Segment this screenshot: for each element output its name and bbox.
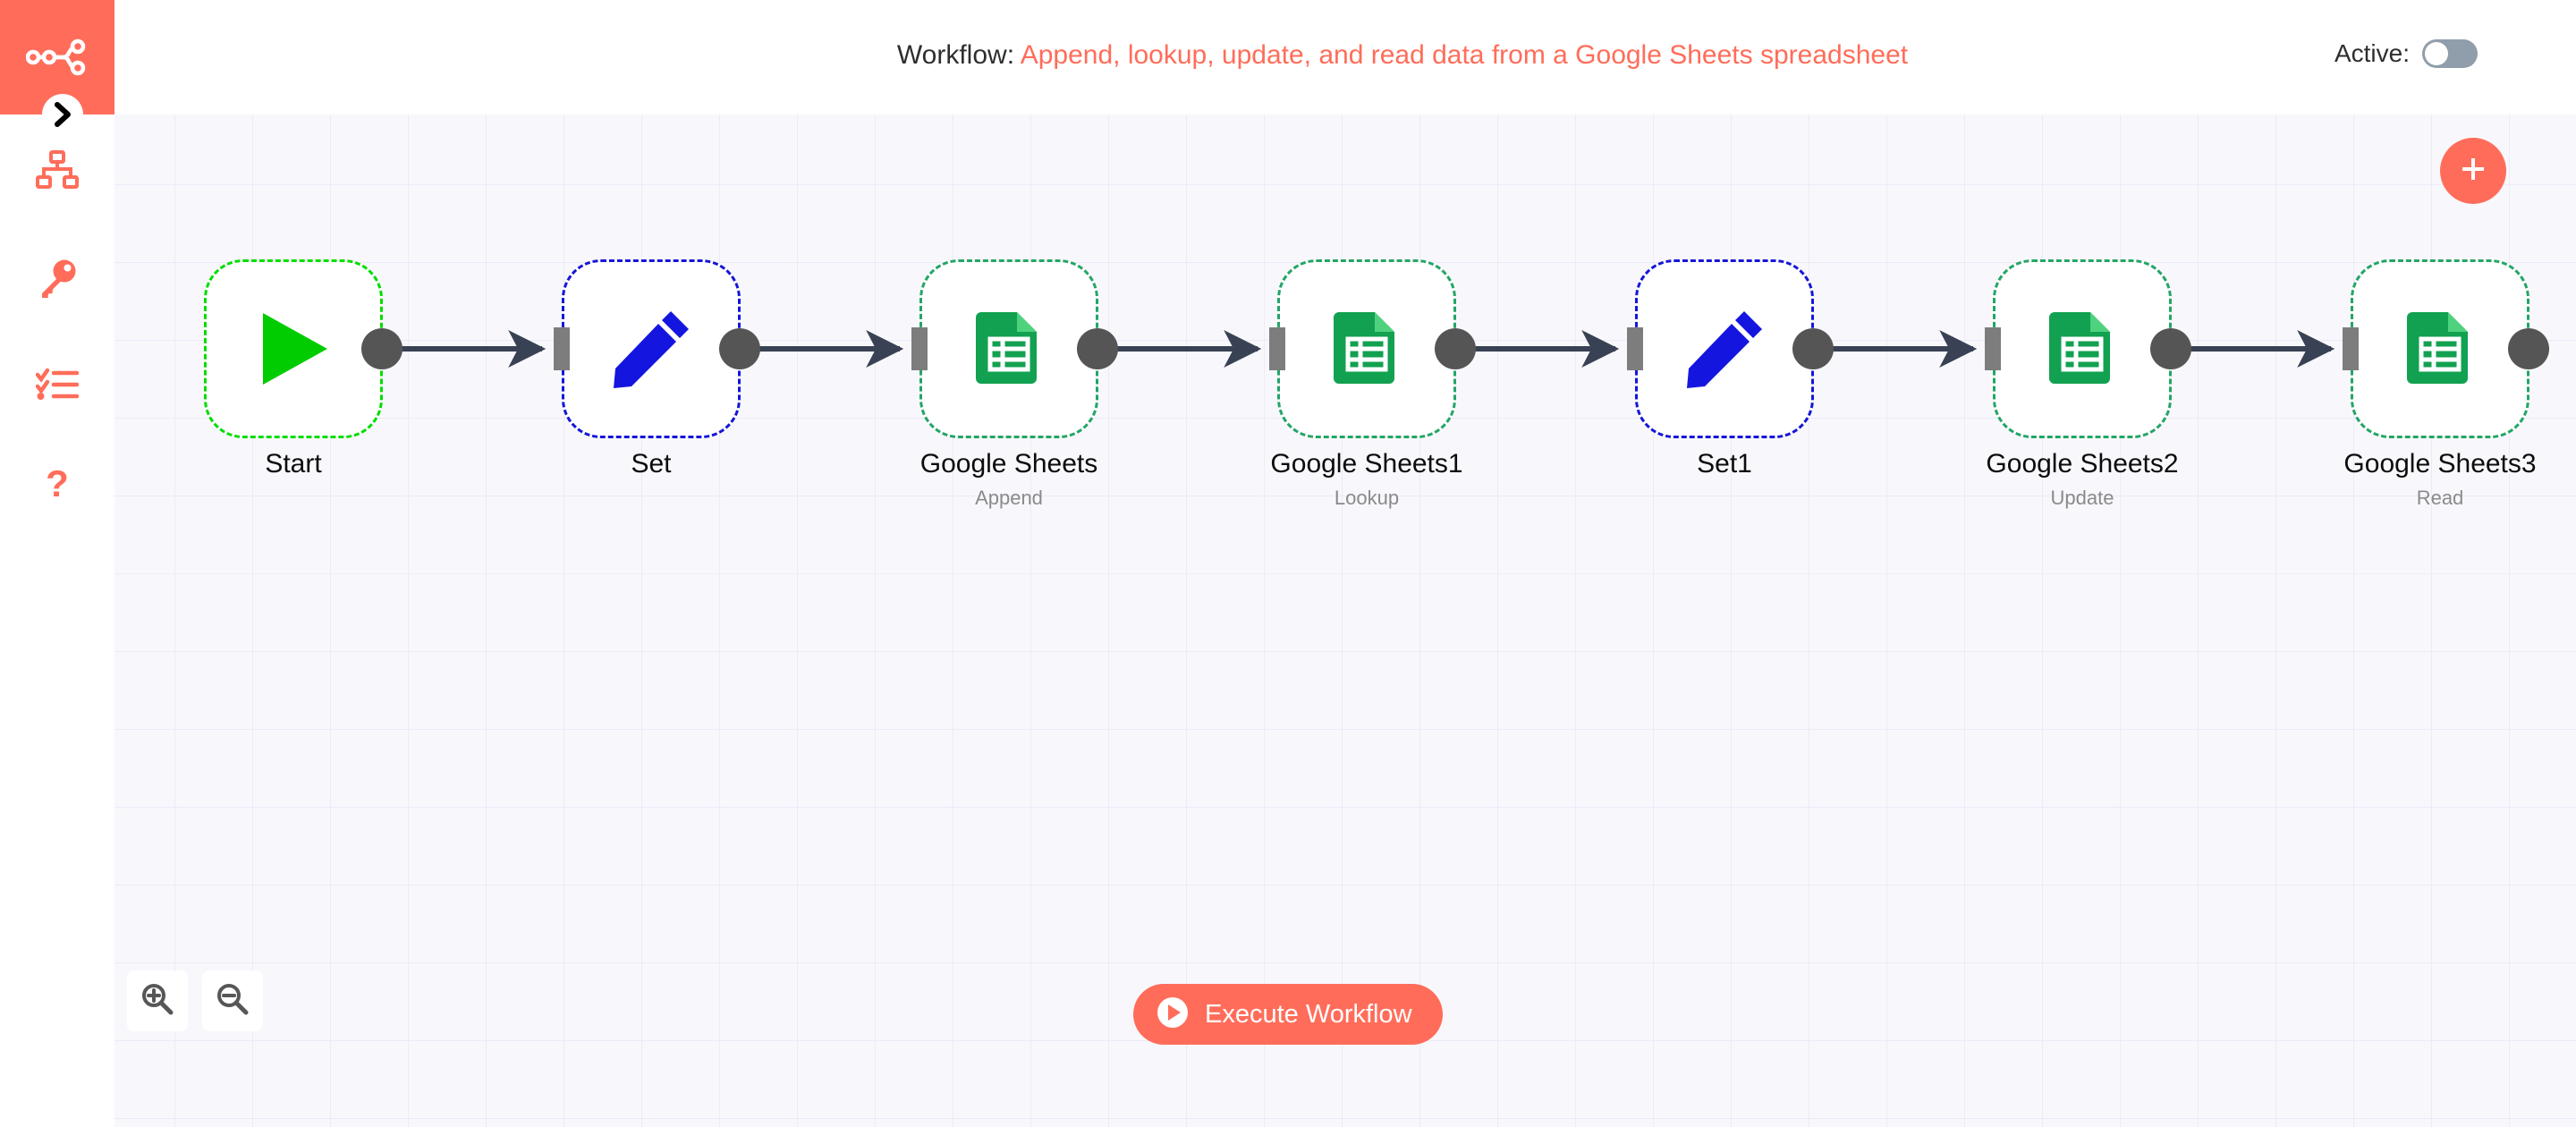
node-google-sheets-sublabel: Append: [975, 487, 1043, 509]
pencil-icon: [1682, 306, 1767, 392]
workflow-title-name[interactable]: Append, lookup, update, and read data fr…: [1020, 40, 1909, 70]
node-set[interactable]: Set: [554, 259, 760, 479]
node-set1-box[interactable]: [1635, 259, 1814, 438]
google-sheets-icon: [2042, 309, 2123, 389]
google-sheets-icon: [1326, 309, 1407, 389]
zoom-in-icon: [140, 982, 174, 1021]
execute-workflow-label: Execute Workflow: [1205, 999, 1412, 1029]
node-google-sheets3-input-endpoint[interactable]: [2343, 327, 2359, 370]
add-node-button[interactable]: [2440, 138, 2506, 204]
sidebar-item-workflows[interactable]: [0, 138, 114, 202]
sidebar-item-credentials[interactable]: [0, 246, 114, 310]
pencil-icon: [608, 306, 694, 392]
sidebar-item-executions[interactable]: [0, 353, 114, 418]
workflow-title: Workflow: Append, lookup, update, and re…: [776, 39, 2029, 72]
key-icon: [37, 258, 78, 299]
node-google-sheets3[interactable]: Google Sheets3 Read: [2343, 259, 2549, 509]
google-sheets-icon: [969, 309, 1049, 389]
node-google-sheets2-box[interactable]: [1993, 259, 2172, 438]
play-circle-icon: [1157, 996, 1189, 1033]
header-bar: Workflow: Append, lookup, update, and re…: [114, 0, 2576, 114]
node-set1-output-endpoint[interactable]: [1792, 328, 1834, 369]
sidebar: ?: [0, 0, 114, 1127]
node-start-label: Start: [265, 449, 322, 479]
workflow-canvas[interactable]: Start Set: [114, 114, 2576, 1127]
node-google-sheets-label: Google Sheets: [919, 449, 1098, 479]
active-label: Active:: [2334, 39, 2410, 67]
chevron-right-icon: [52, 101, 73, 128]
zoom-controls: [127, 970, 263, 1031]
node-google-sheets1-sublabel: Lookup: [1334, 487, 1400, 509]
node-set-output-endpoint[interactable]: [719, 328, 760, 369]
node-set1-input-endpoint[interactable]: [1627, 327, 1643, 370]
node-google-sheets3-output-endpoint[interactable]: [2508, 328, 2549, 369]
question-mark-icon: ?: [42, 465, 72, 508]
workflow-title-label: Workflow:: [896, 40, 1015, 70]
plus-icon: [2457, 153, 2489, 190]
checklist-icon: [36, 368, 79, 403]
node-google-sheets2-input-endpoint[interactable]: [1985, 327, 2001, 370]
node-google-sheets[interactable]: Google Sheets Append: [911, 259, 1118, 509]
play-triangle-icon: [254, 308, 333, 390]
node-google-sheets-box[interactable]: [919, 259, 1098, 438]
node-google-sheets2-sublabel: Update: [2050, 487, 2114, 509]
active-toggle-group: Active:: [2334, 39, 2478, 68]
svg-text:?: ?: [46, 465, 69, 504]
node-google-sheets1-box[interactable]: [1277, 259, 1456, 438]
sidebar-item-help[interactable]: ?: [0, 454, 114, 519]
node-google-sheets-input-endpoint[interactable]: [911, 327, 928, 370]
node-set-label: Set: [631, 449, 672, 479]
node-google-sheets-output-endpoint[interactable]: [1077, 328, 1118, 369]
node-google-sheets2-output-endpoint[interactable]: [2150, 328, 2191, 369]
google-sheets-icon: [2400, 309, 2480, 389]
sitemap-icon: [36, 150, 79, 190]
node-google-sheets1-input-endpoint[interactable]: [1269, 327, 1285, 370]
zoom-in-button[interactable]: [127, 970, 188, 1031]
node-google-sheets2[interactable]: Google Sheets2 Update: [1985, 259, 2191, 509]
active-toggle[interactable]: [2422, 39, 2478, 68]
node-google-sheets3-sublabel: Read: [2416, 487, 2464, 509]
node-set1-label: Set1: [1697, 449, 1752, 479]
n8n-logo-icon: [26, 38, 89, 77]
node-start-output-endpoint[interactable]: [361, 328, 402, 369]
node-google-sheets2-label: Google Sheets2: [1986, 449, 2179, 479]
active-toggle-knob: [2425, 42, 2448, 65]
node-set-box[interactable]: [562, 259, 741, 438]
node-google-sheets3-label: Google Sheets3: [2343, 449, 2537, 479]
execute-workflow-button[interactable]: Execute Workflow: [1133, 984, 1443, 1045]
sidebar-collapse-toggle[interactable]: [42, 94, 83, 135]
node-google-sheets3-box[interactable]: [2351, 259, 2529, 438]
zoom-out-icon: [216, 982, 250, 1021]
node-set-input-endpoint[interactable]: [554, 327, 570, 370]
node-google-sheets1-output-endpoint[interactable]: [1435, 328, 1476, 369]
node-google-sheets1[interactable]: Google Sheets1 Lookup: [1269, 259, 1476, 509]
zoom-out-button[interactable]: [202, 970, 263, 1031]
node-start-box[interactable]: [204, 259, 383, 438]
node-google-sheets1-label: Google Sheets1: [1270, 449, 1463, 479]
node-set1[interactable]: Set1: [1627, 259, 1834, 479]
node-start[interactable]: Start: [204, 259, 402, 479]
